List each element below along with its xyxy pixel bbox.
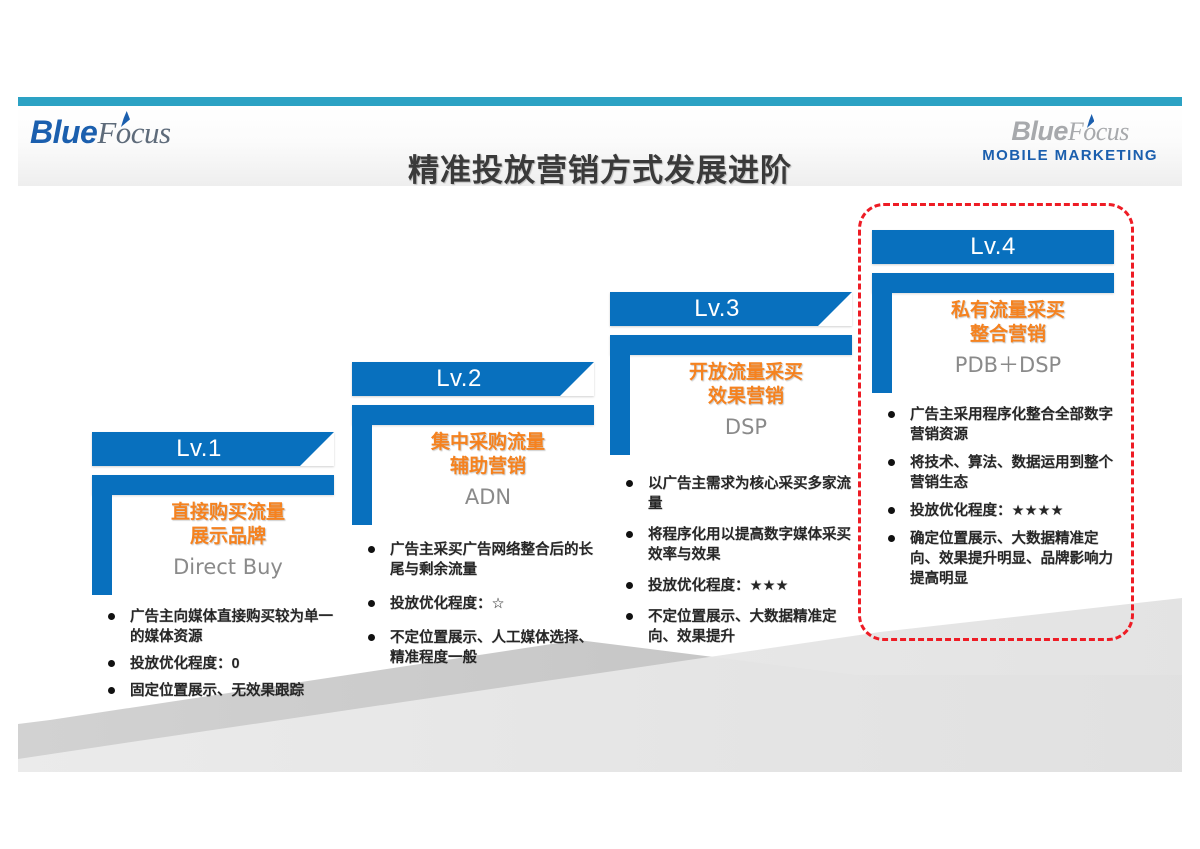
step-column-lv1: Lv.1 直接购买流量 展示品牌 Direct Buy 广告主向媒体直接购买较为…: [92, 432, 334, 699]
step-title-cn-line2: 辅助营销: [449, 456, 526, 478]
step-title-cn-line1: 直接购买流量: [170, 502, 285, 523]
step-notch-shape: [300, 432, 334, 466]
step-title-cn-line1: 集中采购流量: [430, 432, 545, 453]
brand-swoosh-icon: [120, 111, 130, 127]
step-bullet-list-lv2: 广告主采买广告网络整合后的长尾与剩余流量 投放优化程度：☆ 不定位置展示、人工媒…: [362, 540, 598, 682]
step-notch-shape: [560, 362, 594, 396]
step-title-en: Direct Buy: [173, 554, 283, 579]
page-title: 精准投放营销方式发展进阶: [408, 153, 792, 188]
top-accent-band: [18, 97, 1182, 106]
brand-logo-left: BlueFocus: [30, 111, 171, 150]
list-item: 将程序化用以提高数字媒体采买效率与效果: [620, 525, 856, 565]
brand-tagline: MOBILE MARKETING: [982, 147, 1158, 164]
step-column-lv3: Lv.3 开放流量采买 效果营销 DSP 以广告主需求为核心采买多家流量 将程序…: [610, 292, 852, 645]
step-lshape-lv1: 直接购买流量 展示品牌 Direct Buy: [92, 475, 334, 595]
brand-logo-right-blue: Blue: [1011, 116, 1068, 146]
list-item: 不定位置展示、人工媒体选择、精准程度一般: [362, 628, 598, 668]
step-column-lv2: Lv.2 集中采购流量 辅助营销 ADN 广告主采买广告网络整合后的长尾与剩余流…: [352, 362, 594, 666]
list-item: 投放优化程度：★★★: [620, 576, 856, 596]
list-item: 投放优化程度：☆: [362, 594, 598, 614]
step-bullet-list-lv3: 以广告主需求为核心采买多家流量 将程序化用以提高数字媒体采买效率与效果 投放优化…: [620, 474, 856, 658]
step-level-label: Lv.1: [176, 435, 222, 462]
step-title-en: DSP: [724, 414, 768, 439]
brand-logo-right-focus: Focus: [1067, 117, 1130, 146]
step-level-bar-lv3: Lv.3: [610, 292, 852, 326]
step-lshape-lv2: 集中采购流量 辅助营销 ADN: [352, 405, 594, 525]
step-lshape-horizontal: [352, 405, 594, 425]
step-title-cn-line2: 效果营销: [707, 386, 784, 408]
brand-logo-left-focus: Focus: [97, 115, 171, 150]
step-lshape-vertical: [92, 495, 112, 595]
step-level-bar-lv4: Lv.4: [872, 230, 1114, 264]
mountain-decoration: [18, 598, 1182, 772]
list-item: 广告主向媒体直接购买较为单一的媒体资源: [102, 607, 338, 647]
brand-logo-right: BlueFocus MOBILE MARKETING: [982, 114, 1158, 164]
list-item: 将技术、算法、数据运用到整个营销生态: [882, 453, 1118, 493]
step-headings-lv3: 开放流量采买 效果营销 DSP: [646, 361, 846, 441]
list-item: 投放优化程度：★★★★: [882, 501, 1118, 521]
list-item: 广告主采用程序化整合全部数字营销资源: [882, 405, 1118, 445]
step-title-cn-line2: 展示品牌: [189, 526, 266, 548]
step-title-en: ADN: [464, 484, 512, 509]
list-item: 以广告主需求为核心采买多家流量: [620, 474, 856, 514]
step-lshape-horizontal: [92, 475, 334, 495]
list-item: 不定位置展示、大数据精准定向、效果提升: [620, 607, 856, 647]
brand-logo-left-blue: Blue: [30, 114, 98, 150]
step-level-label: Lv.2: [436, 365, 482, 392]
brand-swoosh-icon-right: [1086, 114, 1095, 128]
step-lshape-horizontal: [610, 335, 852, 355]
header-background: [18, 106, 1182, 186]
list-item: 投放优化程度：0: [102, 654, 338, 674]
list-item: 确定位置展示、大数据精准定向、效果提升明显、品牌影响力提高明显: [882, 529, 1118, 589]
step-level-label: Lv.4: [970, 233, 1016, 260]
step-lshape-lv3: 开放流量采买 效果营销 DSP: [610, 335, 852, 455]
highlight-callout-box: [858, 203, 1134, 641]
step-level-bar-lv1: Lv.1: [92, 432, 334, 466]
step-bullet-list-lv4: 广告主采用程序化整合全部数字营销资源 将技术、算法、数据运用到整个营销生态 投放…: [882, 405, 1118, 597]
step-lshape-vertical: [352, 425, 372, 525]
list-item: 广告主采买广告网络整合后的长尾与剩余流量: [362, 540, 598, 580]
step-level-bar-lv2: Lv.2: [352, 362, 594, 396]
step-notch-shape: [818, 292, 852, 326]
step-headings-lv1: 直接购买流量 展示品牌 Direct Buy: [128, 501, 328, 581]
step-bullet-list-lv1: 广告主向媒体直接购买较为单一的媒体资源 投放优化程度：0 固定位置展示、无效果跟…: [102, 607, 338, 708]
list-item: 固定位置展示、无效果跟踪: [102, 681, 338, 701]
step-title-cn-line1: 开放流量采买: [688, 362, 803, 383]
step-lshape-vertical: [872, 293, 892, 393]
step-level-label: Lv.3: [694, 295, 740, 322]
step-lshape-vertical: [610, 355, 630, 455]
step-lshape-horizontal: [872, 273, 1114, 293]
step-headings-lv2: 集中采购流量 辅助营销 ADN: [388, 431, 588, 511]
